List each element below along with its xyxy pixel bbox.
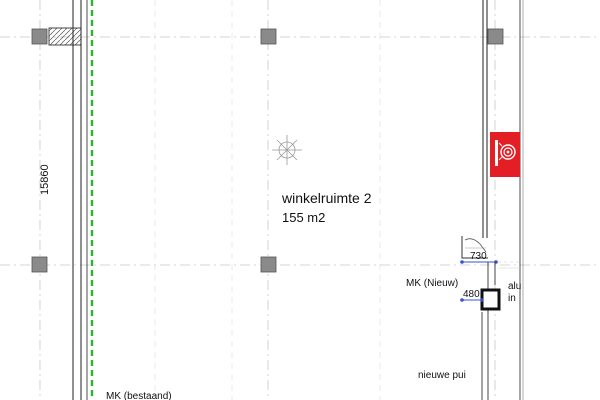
fire-hose-reel-icon — [490, 132, 520, 177]
room-name: winkelruimte 2 — [281, 190, 372, 206]
faint-grid — [154, 0, 381, 400]
column-icon — [31, 28, 48, 45]
dimension-730: 730 — [470, 251, 487, 262]
meter-cupboard-new: 730 480 — [460, 236, 520, 400]
dimension-height: 15860 — [39, 164, 51, 195]
mk-new-label: MK (Nieuw) — [406, 278, 458, 289]
mk-existing-label: MK (bestaand) — [106, 391, 172, 400]
cut-text-line2: in — [508, 293, 516, 304]
columns — [31, 28, 504, 273]
wall-right — [482, 0, 524, 400]
wall-left — [48, 0, 88, 400]
room-area: 155 m2 — [282, 210, 325, 225]
new-storefront-label: nieuwe pui — [418, 370, 466, 381]
column-icon — [260, 28, 277, 45]
column-icon — [260, 256, 277, 273]
ceiling-light-icon — [272, 135, 302, 165]
column-icon — [487, 28, 504, 45]
column-icon — [31, 256, 48, 273]
dimension-480: 480 — [463, 289, 480, 300]
cut-text-line1: alu — [508, 281, 521, 292]
